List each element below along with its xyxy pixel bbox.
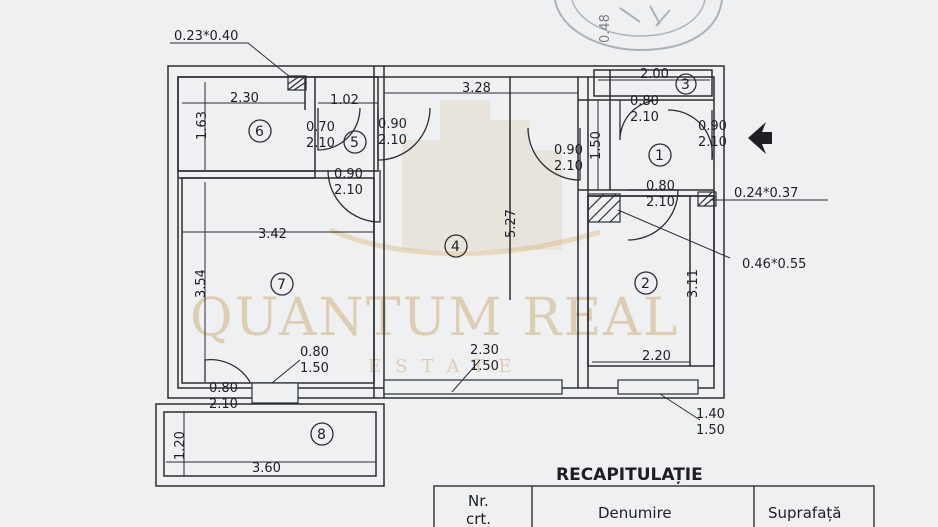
dim-door-entry-h: 2.10 [698, 135, 727, 150]
summary-title: RECAPITULAȚIE [556, 465, 703, 485]
dim-balcony-door-h: 2.10 [209, 397, 238, 412]
dim-room7-height: 3.54 [194, 269, 209, 298]
dimension-lines [166, 42, 828, 476]
summary-header-area: Suprafață [768, 504, 841, 522]
dim-room4-width: 3.28 [462, 81, 491, 96]
svg-text:5: 5 [350, 135, 359, 151]
dim-door2-w: 0.80 [646, 179, 675, 194]
dim-win4-w: 2.30 [470, 343, 499, 358]
dim-door-hall-w: 0.90 [334, 167, 363, 182]
dim-shaft: 0.46*0.55 [742, 257, 806, 272]
stamp-label: 0.48 [598, 14, 613, 43]
room-markers: 1 2 3 4 5 6 7 8 [248, 73, 697, 446]
svg-text:2: 2 [641, 276, 650, 292]
dim-win7-h: 1.50 [300, 361, 329, 376]
room-marker-3: 3 [675, 73, 697, 95]
vent-top [287, 75, 307, 91]
svg-text:4: 4 [451, 239, 460, 255]
dim-door6-h: 2.10 [378, 133, 407, 148]
dim-win7-w: 0.80 [300, 345, 329, 360]
summary-header-nr: Nr. [468, 492, 489, 510]
dim-room7-width: 3.42 [258, 227, 287, 242]
dim-room6-height: 1.63 [195, 111, 210, 140]
dim-hall-height: 1.50 [589, 131, 604, 160]
vent-right [697, 191, 717, 207]
summary-header-name: Denumire [598, 504, 672, 522]
dim-room4-height: 5.27 [504, 209, 519, 238]
watermark-sub: ESTATE [368, 356, 526, 377]
dim-room8-width: 3.60 [252, 461, 281, 476]
svg-text:3: 3 [681, 77, 690, 93]
dim-room3-width: 2.00 [640, 67, 669, 82]
dim-room2-width: 2.20 [642, 349, 671, 364]
entry-arrow-icon [748, 122, 772, 154]
dim-room6-width: 2.30 [230, 91, 259, 106]
dim-door5-h: 2.10 [306, 136, 335, 151]
dim-door4-w: 0.90 [554, 143, 583, 158]
summary-header-nr-line2: crt. [466, 510, 491, 527]
svg-text:6: 6 [255, 124, 264, 140]
dim-vent-right: 0.24*0.37 [734, 186, 798, 201]
dim-room8-height: 1.20 [173, 431, 188, 460]
dim-door6-w: 0.90 [378, 117, 407, 132]
room-marker-5: 5 [343, 130, 367, 154]
dim-vent-top: 0.23*0.40 [174, 29, 238, 44]
dim-room5-width: 1.02 [330, 93, 359, 108]
watermark: QUANTUM REAL ESTATE [190, 100, 679, 377]
dim-win4-h: 1.50 [470, 359, 499, 374]
dim-room2-height: 3.11 [686, 269, 701, 298]
vents [287, 75, 717, 223]
room-marker-4: 4 [444, 234, 468, 258]
dim-door-entry-w: 0.90 [698, 119, 727, 134]
dim-door5-w: 0.70 [306, 120, 335, 135]
room-marker-7: 7 [270, 272, 294, 296]
dim-win2-h: 1.50 [696, 423, 725, 438]
room-marker-6: 6 [248, 119, 272, 143]
openings [251, 379, 699, 404]
watermark-main: QUANTUM REAL [190, 288, 679, 348]
svg-text:7: 7 [277, 277, 286, 293]
svg-text:1: 1 [655, 148, 664, 164]
room-marker-2: 2 [634, 271, 658, 295]
summary-table: RECAPITULAȚIE Nr. crt. Denumire Suprafaț… [433, 465, 875, 527]
dim-door3-w: 0.80 [630, 94, 659, 109]
dim-door4-h: 2.10 [554, 159, 583, 174]
dim-door-hall-h: 2.10 [334, 183, 363, 198]
svg-text:8: 8 [317, 427, 326, 443]
room-marker-1: 1 [648, 143, 672, 167]
room-marker-8: 8 [310, 422, 334, 446]
dim-win2-w: 1.40 [696, 407, 725, 422]
dim-door3-h: 2.10 [630, 110, 659, 125]
door-swings [204, 99, 714, 383]
stamp: 0.48 [554, 0, 723, 52]
dim-door2-h: 2.10 [646, 195, 675, 210]
dim-balcony-door-w: 0.80 [209, 381, 238, 396]
dimension-labels: 0.23*0.40 2.30 1.63 1.02 3.28 5.27 2.00 … [173, 29, 806, 476]
